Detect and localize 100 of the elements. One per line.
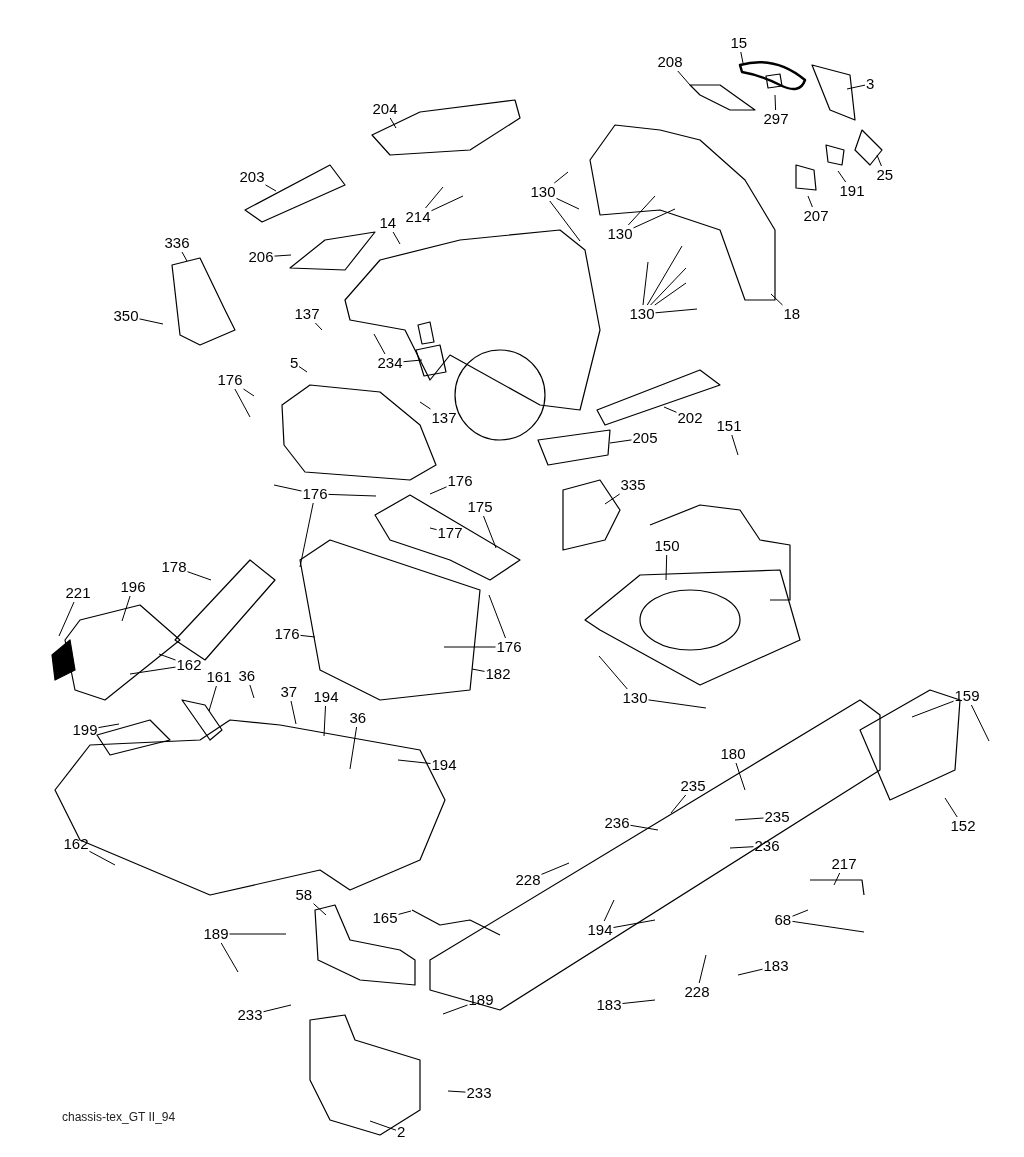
leader-line: [425, 186, 444, 209]
leader-line: [911, 700, 954, 718]
leader-line: [698, 954, 707, 984]
leader-line: [483, 515, 497, 549]
callout-number: 217: [831, 856, 857, 872]
leader-line: [129, 666, 176, 675]
leader-line: [220, 942, 239, 973]
leader-line: [442, 1004, 468, 1015]
leader-line: [397, 759, 431, 764]
callout-number: 150: [654, 538, 680, 554]
callout-number: 350: [113, 308, 139, 324]
callout-number: 194: [313, 689, 339, 705]
leader-line: [642, 261, 649, 306]
callout-number: 206: [248, 249, 274, 265]
callout-number: 15: [730, 35, 748, 51]
leader-line: [431, 195, 464, 212]
leader-line: [419, 401, 431, 410]
leader-line: [665, 554, 668, 581]
leader-line: [737, 968, 763, 976]
callout-number: 152: [950, 818, 976, 834]
callout-number: 199: [72, 722, 98, 738]
callout-number: 68: [774, 912, 792, 928]
leader-line: [603, 899, 615, 922]
leader-line: [323, 705, 326, 737]
leader-line: [403, 359, 423, 363]
callout-number: 208: [657, 54, 683, 70]
leader-line: [792, 920, 865, 933]
callout-number: 207: [803, 208, 829, 224]
leader-line: [328, 493, 377, 497]
leader-line: [273, 484, 302, 492]
callout-number: 36: [238, 668, 256, 684]
callout-number: 176: [274, 626, 300, 642]
callout-number: 3: [866, 76, 875, 92]
leader-line: [229, 933, 287, 935]
callout-number: 175: [467, 499, 493, 515]
callout-number: 18: [783, 306, 801, 322]
leader-line: [187, 571, 212, 581]
leader-line: [622, 999, 656, 1004]
leader-line: [208, 685, 217, 712]
callout-number: 58: [295, 887, 313, 903]
callout-number: 176: [496, 639, 522, 655]
callout-number: 5: [290, 355, 299, 371]
callout-number: 183: [596, 997, 622, 1013]
callout-number: 221: [65, 585, 91, 601]
callout-number: 130: [530, 184, 556, 200]
callout-number: 180: [720, 746, 746, 762]
leader-line: [392, 231, 401, 245]
leader-line: [447, 1090, 466, 1093]
leader-line: [373, 333, 386, 355]
callout-number: 176: [447, 473, 473, 489]
callout-number: 189: [468, 992, 494, 1008]
leader-line: [663, 406, 677, 413]
callout-number: 204: [372, 101, 398, 117]
callout-number: 189: [203, 926, 229, 942]
leader-line: [471, 668, 485, 672]
leader-line: [633, 208, 676, 229]
callout-number: 178: [161, 559, 187, 575]
leader-line: [443, 646, 496, 648]
leader-line: [729, 846, 754, 849]
leader-line: [646, 245, 683, 306]
callout-number: 233: [237, 1007, 263, 1023]
leader-line: [807, 195, 813, 208]
leader-line: [181, 251, 188, 262]
callout-number: 137: [294, 306, 320, 322]
leader-line: [604, 493, 621, 505]
leader-line: [630, 824, 659, 831]
leader-line: [299, 502, 314, 568]
leader-line: [650, 267, 687, 306]
callout-number: 196: [120, 579, 146, 595]
callout-number: 233: [466, 1085, 492, 1101]
callout-number: 14: [379, 215, 397, 231]
leader-line: [98, 723, 120, 729]
callout-number: 203: [239, 169, 265, 185]
leader-line: [670, 794, 687, 814]
caption: chassis-tex_GT II_94: [62, 1110, 176, 1124]
leader-line: [121, 595, 131, 622]
leader-line: [549, 200, 581, 242]
callout-number: 228: [515, 872, 541, 888]
callout-number: 162: [63, 836, 89, 852]
leader-line: [263, 1004, 292, 1013]
callout-number: 183: [763, 958, 789, 974]
leader-line: [654, 282, 687, 306]
leader-line: [792, 909, 809, 917]
leader-line: [274, 254, 292, 257]
leader-line: [609, 439, 632, 444]
callout-number: 235: [680, 778, 706, 794]
leader-line: [349, 726, 358, 770]
callout-number: 37: [280, 684, 298, 700]
leader-line: [265, 184, 277, 192]
leader-line: [313, 903, 327, 916]
callout-number: 202: [677, 410, 703, 426]
callout-number: 177: [437, 525, 463, 541]
leader-line: [627, 195, 656, 226]
leader-line: [58, 601, 75, 637]
callout-number: 235: [764, 809, 790, 825]
leader-line: [734, 817, 764, 821]
leader-line: [677, 70, 691, 86]
leader-line: [731, 434, 739, 456]
leader-line: [298, 366, 308, 373]
leader-line: [139, 318, 164, 325]
